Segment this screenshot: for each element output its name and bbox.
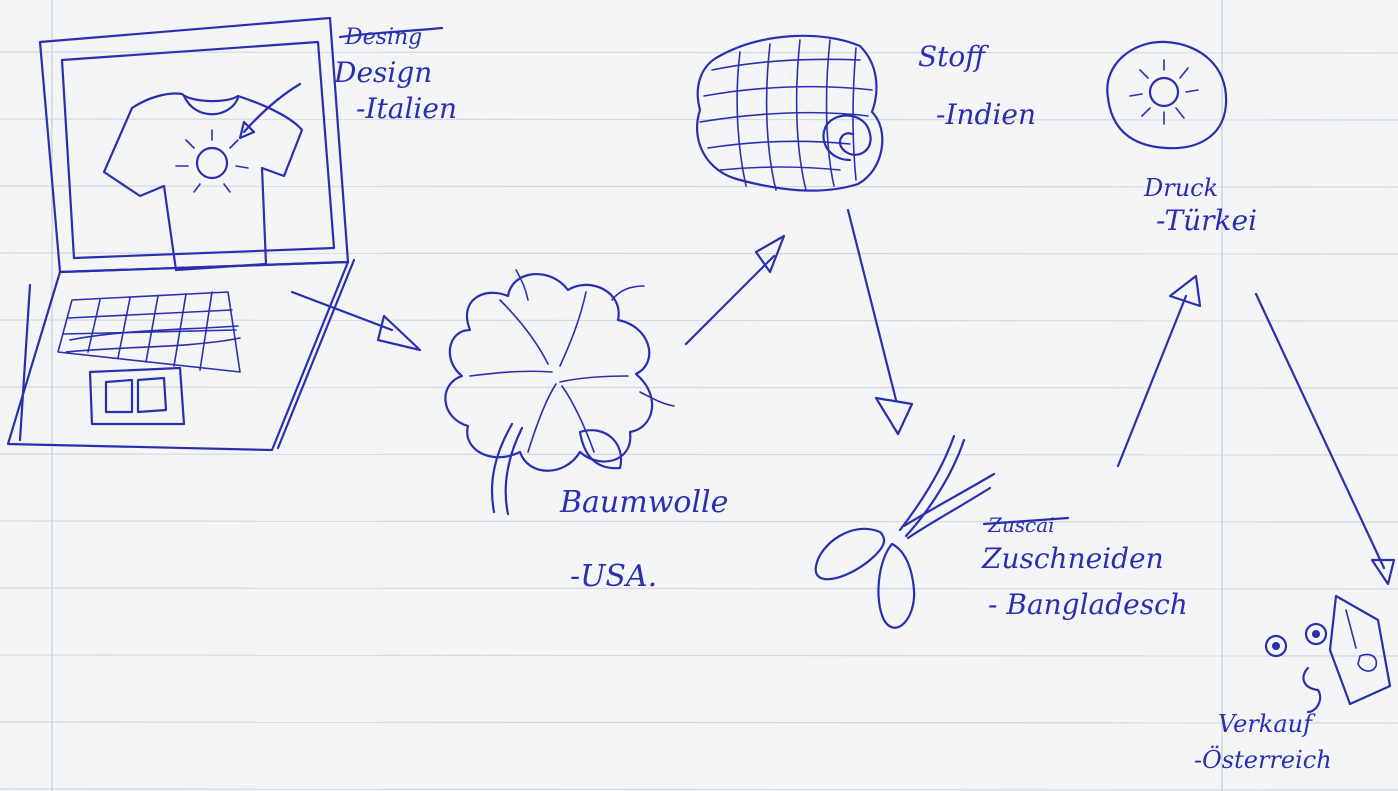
cotton-country: -USA. [570, 559, 657, 594]
arrow-design-to-cotton [292, 292, 420, 350]
laptop-with-tshirt-icon [8, 18, 354, 450]
sales-label: Verkauf [1218, 710, 1316, 738]
ruled-line [0, 387, 1398, 388]
design-label-group: Desing Design -Italien [333, 25, 457, 125]
printing-label-group: Druck -Türkei [1143, 174, 1257, 237]
ruled-line [0, 454, 1398, 455]
cutting-country: - Bangladesch [988, 588, 1188, 621]
face-with-money-icon [1266, 596, 1390, 712]
design-crossed-label: Desing [344, 25, 422, 50]
ruled-lines [0, 52, 1398, 790]
ruled-line [0, 722, 1398, 723]
cotton-label-group: Baumwolle -USA. [559, 485, 728, 594]
cutting-crossed-label: Zuscai [987, 513, 1055, 537]
printing-label: Druck [1143, 174, 1218, 202]
sales-label-group: Verkauf -Österreich [1194, 710, 1332, 774]
ruled-line [0, 521, 1398, 522]
cutting-label: Zuschneiden [981, 542, 1164, 575]
fabric-country: -Indien [936, 98, 1036, 131]
arrow-cotton-to-fabric [686, 236, 784, 344]
printing-country: -Türkei [1156, 204, 1257, 237]
scissors-icon [816, 436, 994, 628]
arrow-printing-to-sales [1256, 294, 1394, 584]
ruled-line [0, 588, 1398, 589]
cutting-label-group: Zuscai Zuschneiden - Bangladesch [981, 513, 1188, 621]
ruled-line [0, 119, 1398, 120]
design-country: -Italien [356, 92, 457, 125]
fabric-roll-icon [697, 36, 882, 191]
fabric-label: Stoff [918, 40, 989, 73]
arrow-fabric-to-cutting [848, 210, 912, 434]
ruled-line [0, 655, 1398, 656]
arrow-cutting-to-printing [1118, 276, 1200, 466]
ruled-line [0, 320, 1398, 321]
sales-country: -Österreich [1194, 745, 1332, 774]
cotton-label: Baumwolle [559, 485, 728, 520]
fabric-label-group: Stoff -Indien [918, 40, 1036, 131]
ruled-line [0, 52, 1398, 53]
design-label: Design [333, 56, 432, 89]
sun-print-icon [1107, 42, 1226, 148]
cotton-plant-icon [445, 270, 674, 514]
ruled-line [0, 789, 1398, 790]
